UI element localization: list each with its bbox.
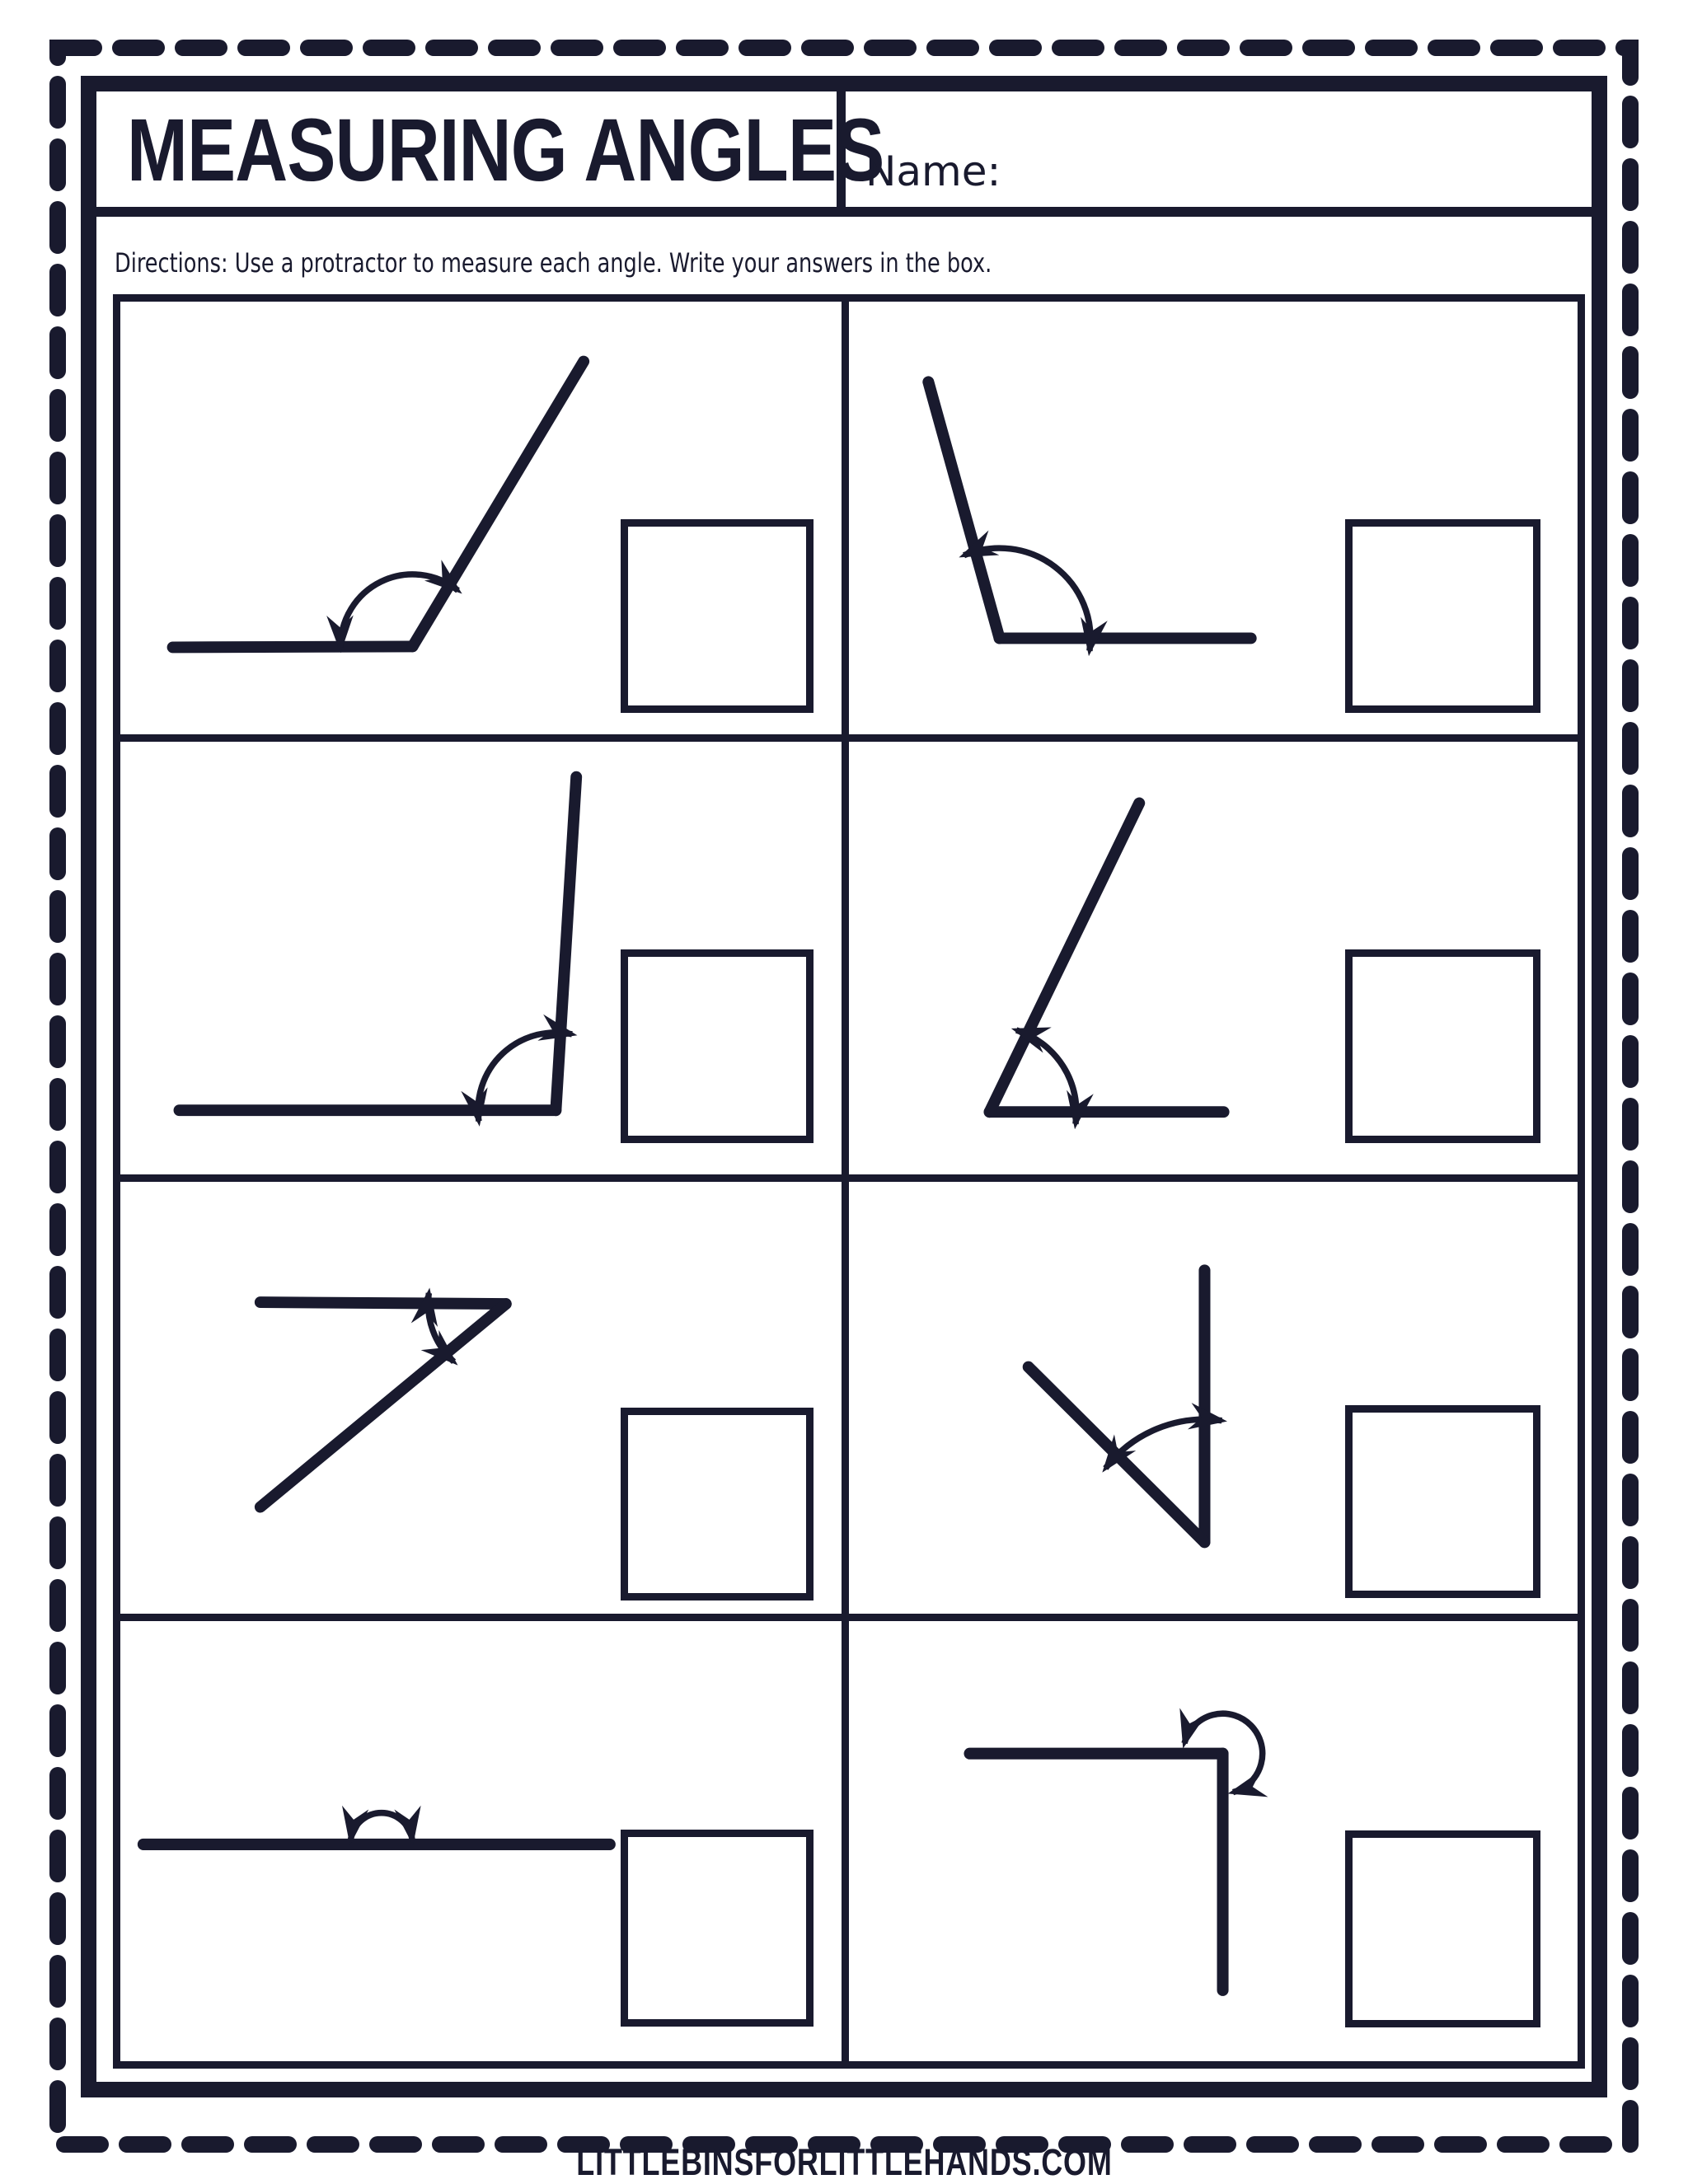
- angle-problem-cell: [120, 741, 849, 1182]
- angle-problem-cell: [849, 1621, 1578, 2061]
- angle-problem-cell: [120, 302, 849, 742]
- directions-text: Directions: Use a protractor to measure …: [115, 247, 992, 279]
- answer-box[interactable]: [620, 1407, 814, 1601]
- header-divider: [837, 91, 846, 207]
- answer-box[interactable]: [620, 519, 814, 713]
- angle-problem-cell: [120, 1181, 849, 1622]
- header: MEASURING ANGLES Name:: [96, 91, 1592, 217]
- problems-grid: [113, 294, 1585, 2069]
- angle-figure: [849, 1182, 1578, 1615]
- angle-figure: [120, 302, 842, 734]
- angle-figure: [849, 302, 1578, 734]
- angle-problem-cell: [120, 1621, 849, 2061]
- page-title: MEASURING ANGLES: [127, 99, 884, 199]
- name-label: Name:: [865, 148, 1001, 195]
- angle-figure: [849, 1621, 1578, 2061]
- answer-box[interactable]: [1345, 1830, 1540, 2027]
- footer: LITTLEBINSFORLITTLEHANDS.COM: [0, 2141, 1688, 2184]
- angle-figure: [120, 1182, 842, 1615]
- angle-figure: [120, 1621, 842, 2061]
- angle-figure: [120, 742, 842, 1174]
- footer-url: LITTLEBINSFORLITTLEHANDS.COM: [575, 2141, 1113, 2183]
- title-cell: MEASURING ANGLES: [96, 91, 884, 207]
- answer-box[interactable]: [1345, 949, 1540, 1143]
- answer-box[interactable]: [620, 949, 814, 1143]
- answer-box[interactable]: [620, 1829, 814, 2027]
- angle-figure: [849, 742, 1578, 1174]
- angle-problem-cell: [849, 302, 1578, 742]
- angle-problem-cell: [849, 1182, 1578, 1622]
- answer-box[interactable]: [1345, 519, 1540, 713]
- answer-box[interactable]: [1345, 1404, 1540, 1599]
- name-input-area[interactable]: [1002, 100, 1581, 199]
- name-cell: Name:: [846, 91, 1592, 207]
- angle-problem-cell: [849, 742, 1578, 1182]
